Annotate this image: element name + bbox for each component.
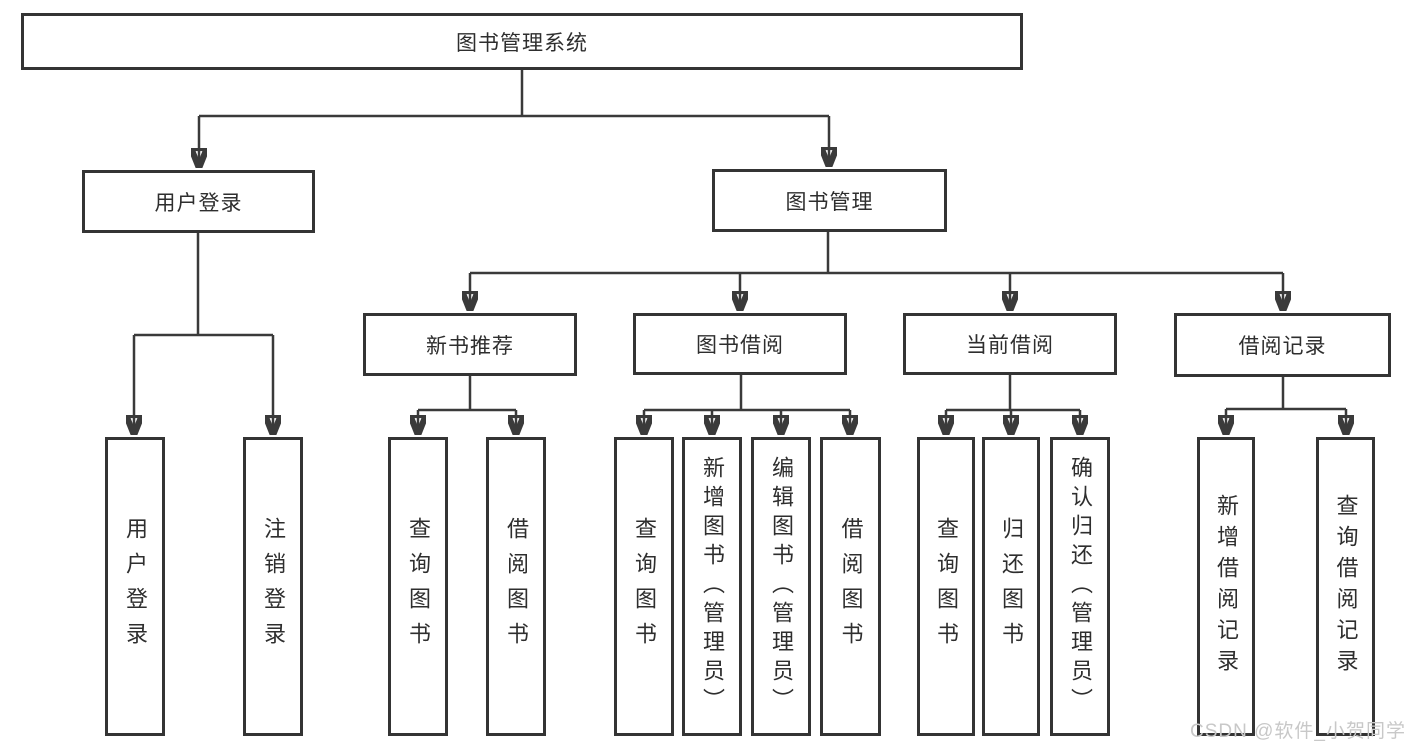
node-label: 注销登录: [261, 516, 286, 657]
node-label: 图书借阅: [696, 334, 784, 357]
node-label: 查询图书: [934, 516, 959, 657]
node-leaf-edit-book-admin: 编辑图书（管理员）: [751, 437, 811, 736]
node-leaf-query-books-current: 查询图书: [917, 437, 975, 736]
node-user-login: 用户登录: [82, 170, 315, 233]
node-leaf-add-book-admin: 新增图书（管理员）: [682, 437, 742, 736]
node-leaf-return-book: 归还图书: [982, 437, 1040, 736]
csdn-watermark: CSDN @软件_小贺同学: [1190, 721, 1405, 742]
node-leaf-query-books-borrow: 查询图书: [614, 437, 674, 736]
node-label: 查询借阅记录: [1333, 493, 1359, 680]
node-label: 借阅图书: [504, 516, 529, 657]
node-label: 新增图书（管理员）: [700, 456, 725, 717]
node-new-book-recommendation: 新书推荐: [363, 313, 577, 376]
node-label: 新书推荐: [426, 334, 514, 358]
node-label: 用户登录: [123, 516, 148, 657]
node-label: 图书管理: [785, 190, 874, 214]
node-label: 归还图书: [999, 516, 1024, 657]
node-leaf-borrow-books-recommend: 借阅图书: [486, 437, 546, 736]
node-leaf-query-borrow-record: 查询借阅记录: [1316, 437, 1375, 736]
node-leaf-logout: 注销登录: [243, 437, 303, 736]
node-leaf-query-books-recommend: 查询图书: [388, 437, 448, 736]
node-book-borrowing: 图书借阅: [633, 313, 847, 375]
node-label: 借阅记录: [1238, 335, 1327, 358]
node-root-library-management-system: 图书管理系统: [21, 13, 1023, 70]
node-leaf-add-borrow-record: 新增借阅记录: [1197, 437, 1255, 736]
node-label: 新增借阅记录: [1214, 493, 1239, 680]
node-label: 编辑图书（管理员）: [769, 456, 794, 717]
node-label: 确认归还（管理员）: [1068, 456, 1093, 717]
node-borrowing-records: 借阅记录: [1174, 313, 1391, 377]
node-label: 查询图书: [406, 516, 431, 657]
node-leaf-borrow-books-borrow: 借阅图书: [820, 437, 881, 736]
node-label: 图书管理系统: [456, 31, 588, 55]
node-label: 用户登录: [154, 191, 243, 215]
node-label: 当前借阅: [966, 334, 1054, 357]
node-label: 查询图书: [632, 516, 657, 657]
node-label: 借阅图书: [838, 516, 864, 657]
node-leaf-confirm-return-admin: 确认归还（管理员）: [1050, 437, 1110, 736]
node-book-management: 图书管理: [712, 169, 947, 232]
node-current-borrowing: 当前借阅: [903, 313, 1117, 375]
node-leaf-user-login: 用户登录: [105, 437, 165, 736]
